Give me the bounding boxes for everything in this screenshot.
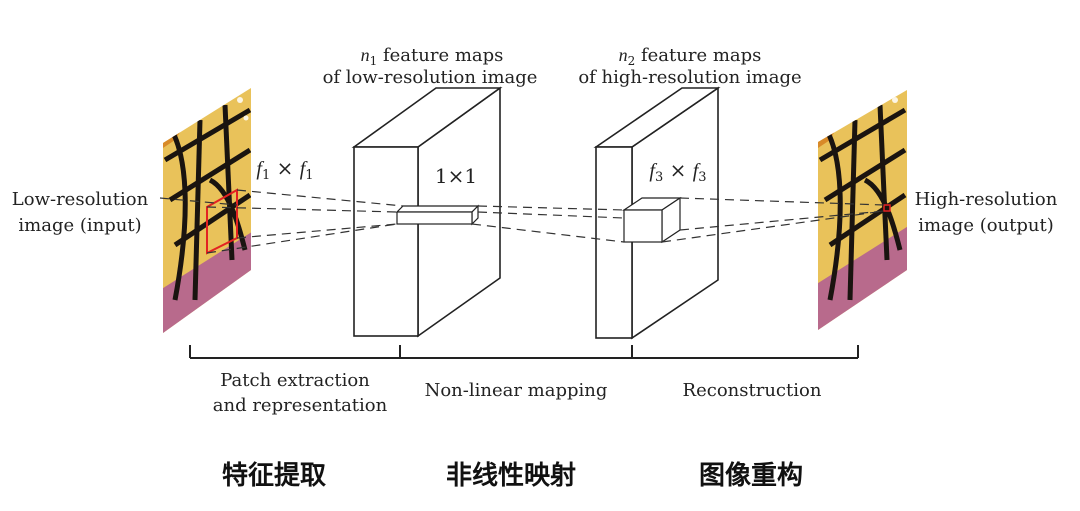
chinese-reconstruction: 图像重构 xyxy=(699,461,803,491)
output-label-line2: image (output) xyxy=(918,215,1054,236)
feature-maps-1-line2: of low-resolution image xyxy=(323,67,538,88)
input-label-line1: Low-resolution xyxy=(12,189,149,210)
filter-3-label: f3 × f3 xyxy=(649,158,706,185)
reconstruction-cube xyxy=(622,196,682,244)
output-image xyxy=(818,90,907,330)
feature-maps-2-line2: of high-resolution image xyxy=(578,67,801,88)
mapping-slab xyxy=(395,204,480,226)
output-image-red-pixel xyxy=(883,204,891,212)
filter-2-label: 1×1 xyxy=(435,164,477,188)
stage-reconstruction-label: Reconstruction xyxy=(683,380,822,401)
stage-bracket xyxy=(189,345,859,359)
input-label-line2: image (input) xyxy=(18,215,141,236)
chinese-mapping: 非线性映射 xyxy=(446,461,576,491)
feature-maps-2-line1: n2 feature maps xyxy=(619,45,762,68)
chinese-patch: 特征提取 xyxy=(222,460,326,491)
stage-mapping-label: Non-linear mapping xyxy=(425,380,608,401)
output-label-line1: High-resolution xyxy=(915,189,1058,210)
stage-patch-line1: Patch extraction xyxy=(220,370,370,391)
filter-1-label: f1 × f1 xyxy=(256,156,313,183)
stage-patch-line2: and representation xyxy=(213,395,388,416)
feature-maps-1-line1: n1 feature maps xyxy=(361,45,504,68)
projection-lines xyxy=(159,189,885,254)
